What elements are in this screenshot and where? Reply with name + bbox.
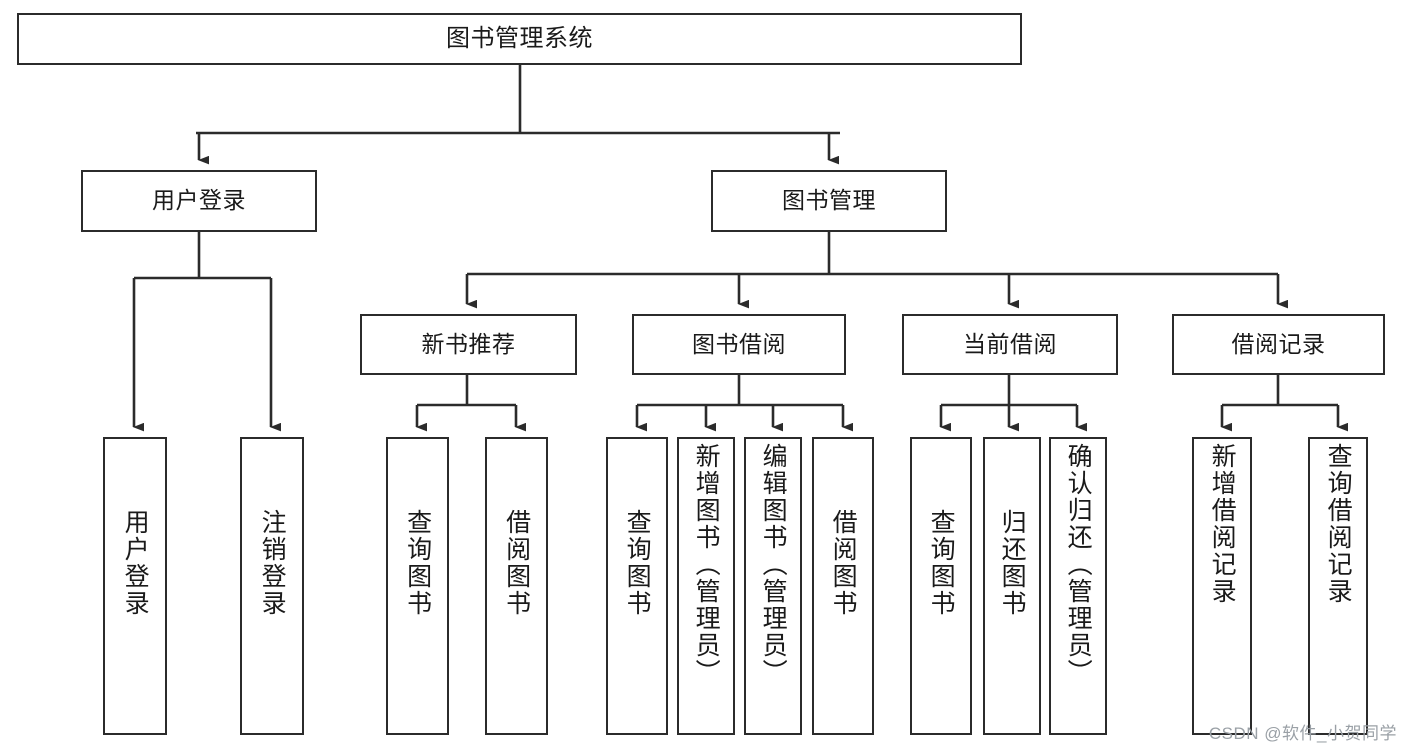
node-book-borrow[interactable]: 图书借阅 [632, 314, 846, 375]
leaf-current-confirm-return-admin[interactable]: 确认归还（管理员） [1049, 437, 1107, 735]
leaf-user-login-logout[interactable]: 注销登录 [240, 437, 304, 735]
leaf-label: 查询图书 [927, 509, 956, 617]
leaf-label: 编辑图书（管理员） [759, 443, 788, 686]
node-new-book-recommend[interactable]: 新书推荐 [360, 314, 577, 375]
leaf-borrow-add-book-admin[interactable]: 新增图书（管理员） [677, 437, 735, 735]
leaf-label: 确认归还（管理员） [1064, 443, 1093, 686]
leaf-label: 查询借阅记录 [1324, 443, 1353, 605]
leaf-label: 归还图书 [998, 509, 1027, 617]
leaf-label: 查询图书 [403, 509, 432, 617]
leaf-recommend-borrow-book[interactable]: 借阅图书 [485, 437, 548, 735]
leaf-user-login-login[interactable]: 用户登录 [103, 437, 167, 735]
node-borrow-record[interactable]: 借阅记录 [1172, 314, 1385, 375]
node-root[interactable]: 图书管理系统 [17, 13, 1022, 65]
leaf-label: 注销登录 [258, 509, 287, 617]
node-book-management[interactable]: 图书管理 [711, 170, 947, 232]
node-root-label: 图书管理系统 [446, 24, 593, 52]
node-borrow-record-label: 借阅记录 [1231, 330, 1326, 357]
node-book-management-label: 图书管理 [782, 187, 876, 214]
leaf-label: 查询图书 [623, 509, 652, 617]
leaf-label: 新增图书（管理员） [692, 443, 721, 686]
node-book-borrow-label: 图书借阅 [692, 330, 786, 357]
leaf-current-query-book[interactable]: 查询图书 [910, 437, 972, 735]
watermark: CSDN @软件_小贺同学 [1208, 724, 1397, 743]
leaf-label: 借阅图书 [502, 509, 531, 617]
node-current-borrow-label: 当前借阅 [963, 330, 1057, 357]
leaf-record-add-record[interactable]: 新增借阅记录 [1192, 437, 1252, 735]
node-current-borrow[interactable]: 当前借阅 [902, 314, 1118, 375]
leaf-label: 借阅图书 [829, 509, 858, 617]
leaf-record-query-record[interactable]: 查询借阅记录 [1308, 437, 1368, 735]
leaf-current-return-book[interactable]: 归还图书 [983, 437, 1041, 735]
leaf-recommend-query-book[interactable]: 查询图书 [386, 437, 449, 735]
leaf-label: 用户登录 [121, 509, 150, 617]
leaf-borrow-borrow-book[interactable]: 借阅图书 [812, 437, 874, 735]
leaf-label: 新增借阅记录 [1208, 443, 1237, 605]
node-user-login-label: 用户登录 [152, 187, 246, 214]
leaf-borrow-query-book[interactable]: 查询图书 [606, 437, 668, 735]
leaf-borrow-edit-book-admin[interactable]: 编辑图书（管理员） [744, 437, 802, 735]
node-user-login[interactable]: 用户登录 [81, 170, 317, 232]
node-new-book-recommend-label: 新书推荐 [421, 330, 516, 357]
